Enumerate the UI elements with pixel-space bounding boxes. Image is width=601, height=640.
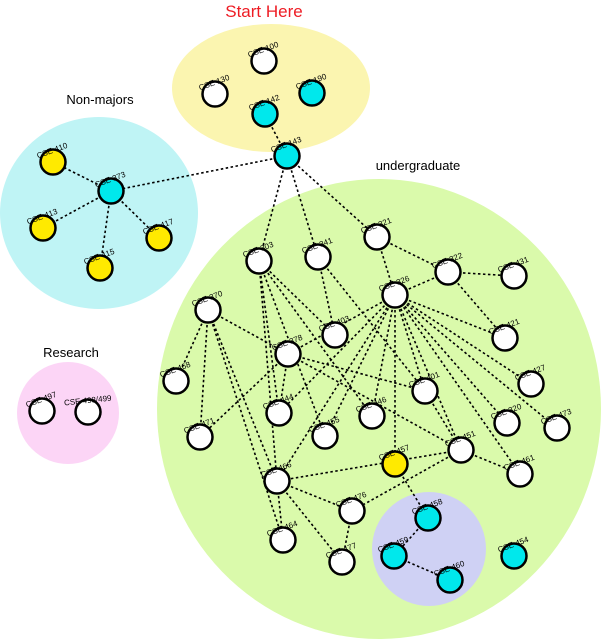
region-start <box>172 24 370 152</box>
course-circle <box>194 296 222 324</box>
course-circle <box>338 497 366 525</box>
course-node-cse421: CSE 421 <box>488 317 521 352</box>
course-circle <box>28 397 56 425</box>
course-circle <box>311 422 339 450</box>
edge-cse326-cse401 <box>394 294 426 392</box>
course-circle <box>491 324 519 352</box>
course-circle <box>381 281 409 309</box>
course-circle <box>273 142 301 170</box>
course-circle <box>543 414 571 442</box>
edge-cse326-cse446 <box>371 294 396 417</box>
course-circle <box>74 398 102 426</box>
course-circle <box>363 223 391 251</box>
course-circle <box>251 100 279 128</box>
edge-cse303-cse466 <box>258 260 278 482</box>
edge-cse476-cse477 <box>341 510 353 563</box>
course-circle <box>414 504 442 532</box>
course-node-cse497: CSE 497 <box>25 390 58 425</box>
course-circle <box>328 548 356 576</box>
course-circle <box>265 399 293 427</box>
course-node-cse370: CSE 370 <box>191 289 224 324</box>
course-circle <box>500 262 528 290</box>
course-circle <box>29 214 57 242</box>
course-circle <box>39 148 67 176</box>
course-circle <box>97 177 125 205</box>
course-circle <box>263 467 291 495</box>
diagram-title: Start Here <box>225 2 302 21</box>
edge-cse326-cse427 <box>394 294 532 385</box>
course-circle <box>298 79 326 107</box>
region-label-research: Research <box>43 345 99 360</box>
edge-cse451-cse476 <box>351 449 462 512</box>
edge-cse326-cse455 <box>324 294 396 437</box>
course-circle <box>380 542 408 570</box>
course-circle <box>269 526 297 554</box>
edge-cse370-cse378 <box>207 309 289 355</box>
course-circle <box>358 402 386 430</box>
edge-cse341-cse401 <box>317 256 426 392</box>
edge-cse326-cse461 <box>394 294 521 475</box>
course-node-cse373: CSE 373 <box>94 170 127 205</box>
region-research <box>17 362 119 464</box>
edge-cse370-cse466 <box>207 309 278 482</box>
course-circle <box>245 247 273 275</box>
course-circle <box>304 243 332 271</box>
edge-cse143-cse303 <box>258 155 288 262</box>
edge-cse370-cse464 <box>207 309 284 541</box>
course-circle <box>274 340 302 368</box>
course-circle <box>434 258 462 286</box>
course-circle <box>506 460 534 488</box>
course-circle <box>411 377 439 405</box>
course-circle <box>201 80 229 108</box>
course-node-cse461: CSE 461 <box>503 453 536 488</box>
course-circle <box>86 254 114 282</box>
course-node-cse190: CSE 190 <box>295 72 328 107</box>
course-node-cse444: CSE 444 <box>262 392 295 427</box>
course-circle <box>162 367 190 395</box>
course-node-cse130: CSE 130 <box>198 73 231 108</box>
course-circle <box>447 436 475 464</box>
course-circle <box>500 542 528 570</box>
edge-cse303-cse444 <box>258 260 280 414</box>
course-node-cse498: CSE 498/499 <box>64 393 112 426</box>
edge-cse451-cse466 <box>276 449 462 482</box>
course-circle <box>436 566 464 594</box>
region-label-undergraduate: undergraduate <box>376 158 461 173</box>
course-circle <box>493 409 521 437</box>
course-node-cse451: CSE 451 <box>444 429 477 464</box>
edge-cse378-cse471 <box>199 353 289 438</box>
course-node-cse321: CSE 321 <box>360 216 393 251</box>
edge-cse378-cse401 <box>287 353 426 392</box>
edge-cse143-cse321 <box>286 155 378 238</box>
course-circle <box>321 321 349 349</box>
edge-cse303-cse446 <box>258 260 373 417</box>
course-circle <box>381 450 409 478</box>
edge-cse466-cse477 <box>276 480 343 563</box>
edge-cse370-cse471 <box>199 309 209 438</box>
course-node-cse413: CSE 413 <box>26 207 59 242</box>
course-circle <box>517 370 545 398</box>
course-circle <box>250 47 278 75</box>
edge-cse326-cse466 <box>276 294 396 482</box>
course-circle <box>186 423 214 451</box>
course-circle <box>145 224 173 252</box>
edge-cse326-cse451 <box>394 294 462 451</box>
region-label-nonmajors: Non-majors <box>66 92 134 107</box>
edge-cse303-cse455 <box>258 260 326 437</box>
course-node-cse378: CSE 378 <box>271 333 304 368</box>
edge-cse326-cse320 <box>394 294 508 424</box>
course-node-cse322: CSE 322 <box>431 251 464 286</box>
